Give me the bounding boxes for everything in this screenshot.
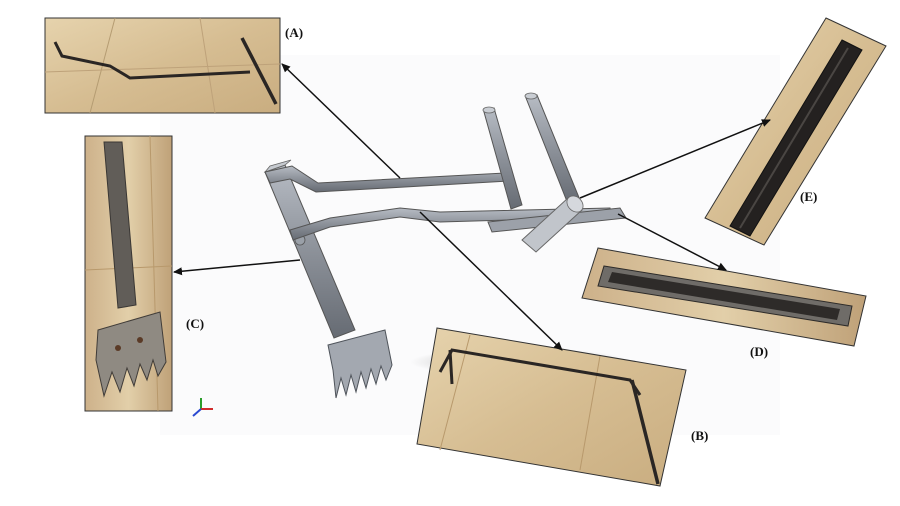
- arrow-to-d: [617, 213, 727, 271]
- model-comb-blade: [327, 329, 393, 399]
- label-b: (B): [691, 428, 708, 443]
- cad-model: [263, 92, 627, 399]
- arrow-to-b: [419, 211, 563, 351]
- photo-d-channel-bar: [581, 247, 867, 347]
- photo-c-comb-shovel: [84, 135, 173, 412]
- label-e: (E): [800, 189, 817, 204]
- callout-arrows: [173, 63, 771, 351]
- label-a: (A): [285, 25, 303, 40]
- photo-e-cylinder-bar: [704, 17, 887, 246]
- label-d: (D): [750, 344, 768, 359]
- label-c: (C): [186, 316, 204, 331]
- arrow-to-a: [281, 63, 401, 179]
- xyz-axis-triad-icon: [192, 398, 213, 417]
- arrow-to-e: [579, 119, 771, 199]
- arrow-to-c: [173, 259, 301, 276]
- photo-b-u-rod: [416, 327, 687, 487]
- photo-a-handle-rod: [44, 17, 281, 114]
